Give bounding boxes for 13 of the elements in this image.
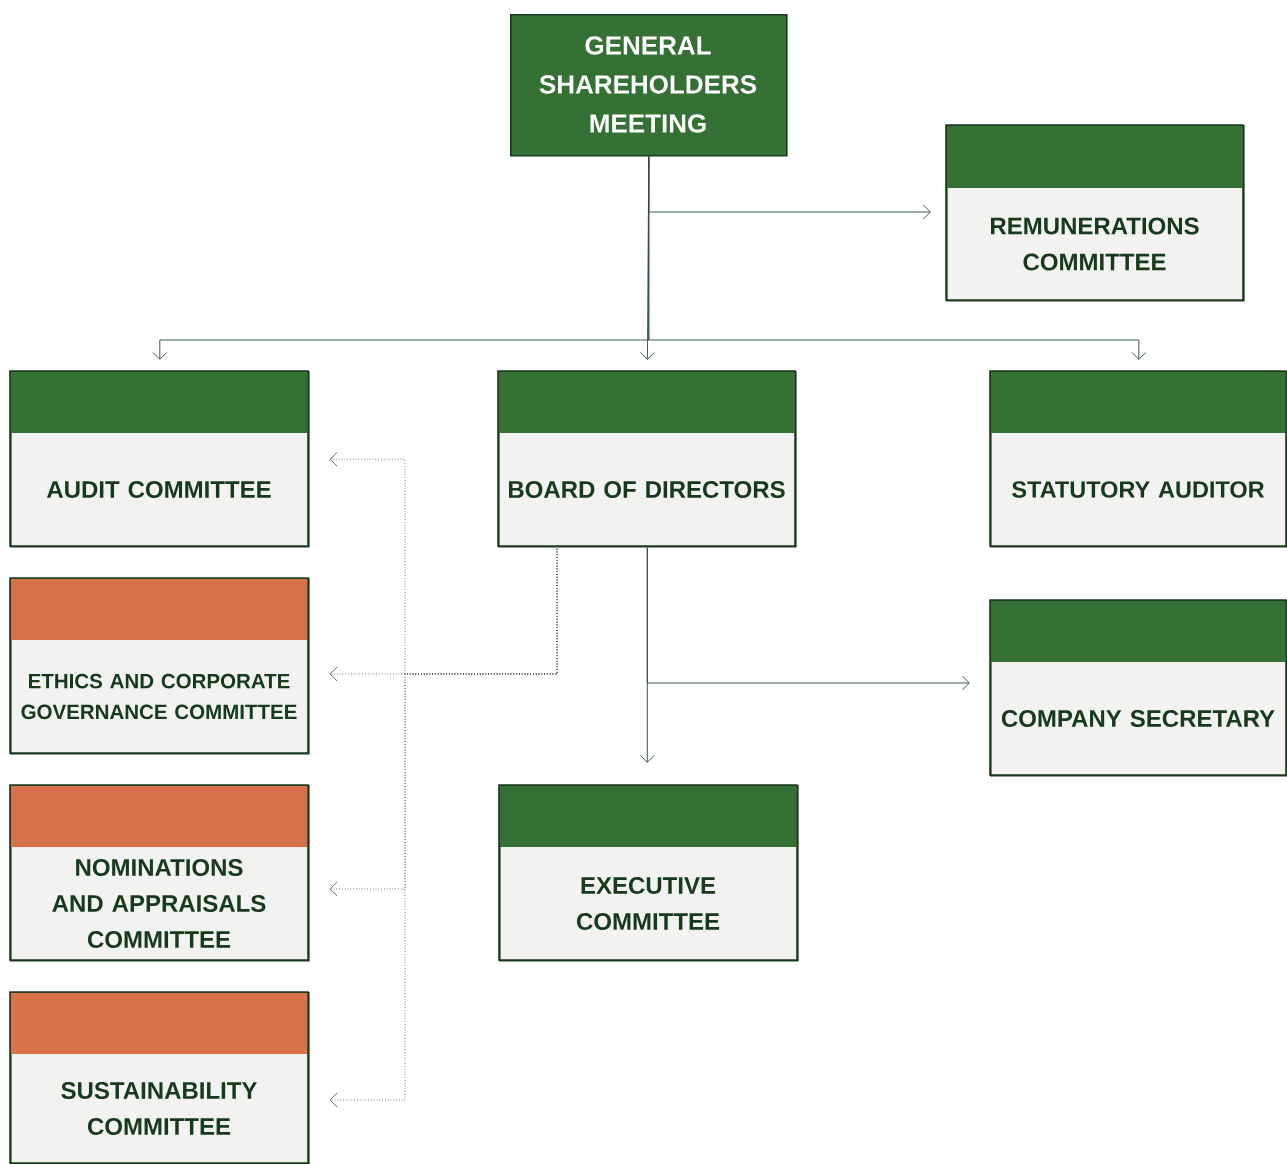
arrow [329, 545, 558, 1108]
committee-box: ETHICS AND CORPORATE GOVERNANCE COMMITTEE [9, 577, 310, 755]
meeting-box: GENERAL SHAREHOLDERS MEETING [510, 14, 788, 157]
arrow [648, 156, 1147, 360]
committee-box: SUSTAINABILITY COMMITTEE [9, 991, 310, 1164]
committee-box: COMPANY SECRETARY [989, 599, 1287, 777]
arrow [639, 547, 655, 763]
committee-box: REMUNERATIONS COMMITTEE [945, 124, 1245, 302]
committee-box: NOMINATIONS AND APPRAISALS COMMITTEE [9, 784, 310, 962]
committee-box: BOARD OF DIRECTORS [497, 370, 797, 548]
committee-box: AUDIT COMMITTEE [9, 370, 310, 548]
committee-box: STATUTORY AUDITOR [989, 370, 1287, 548]
committee-box: EXECUTIVE COMMITTEE [498, 784, 799, 962]
